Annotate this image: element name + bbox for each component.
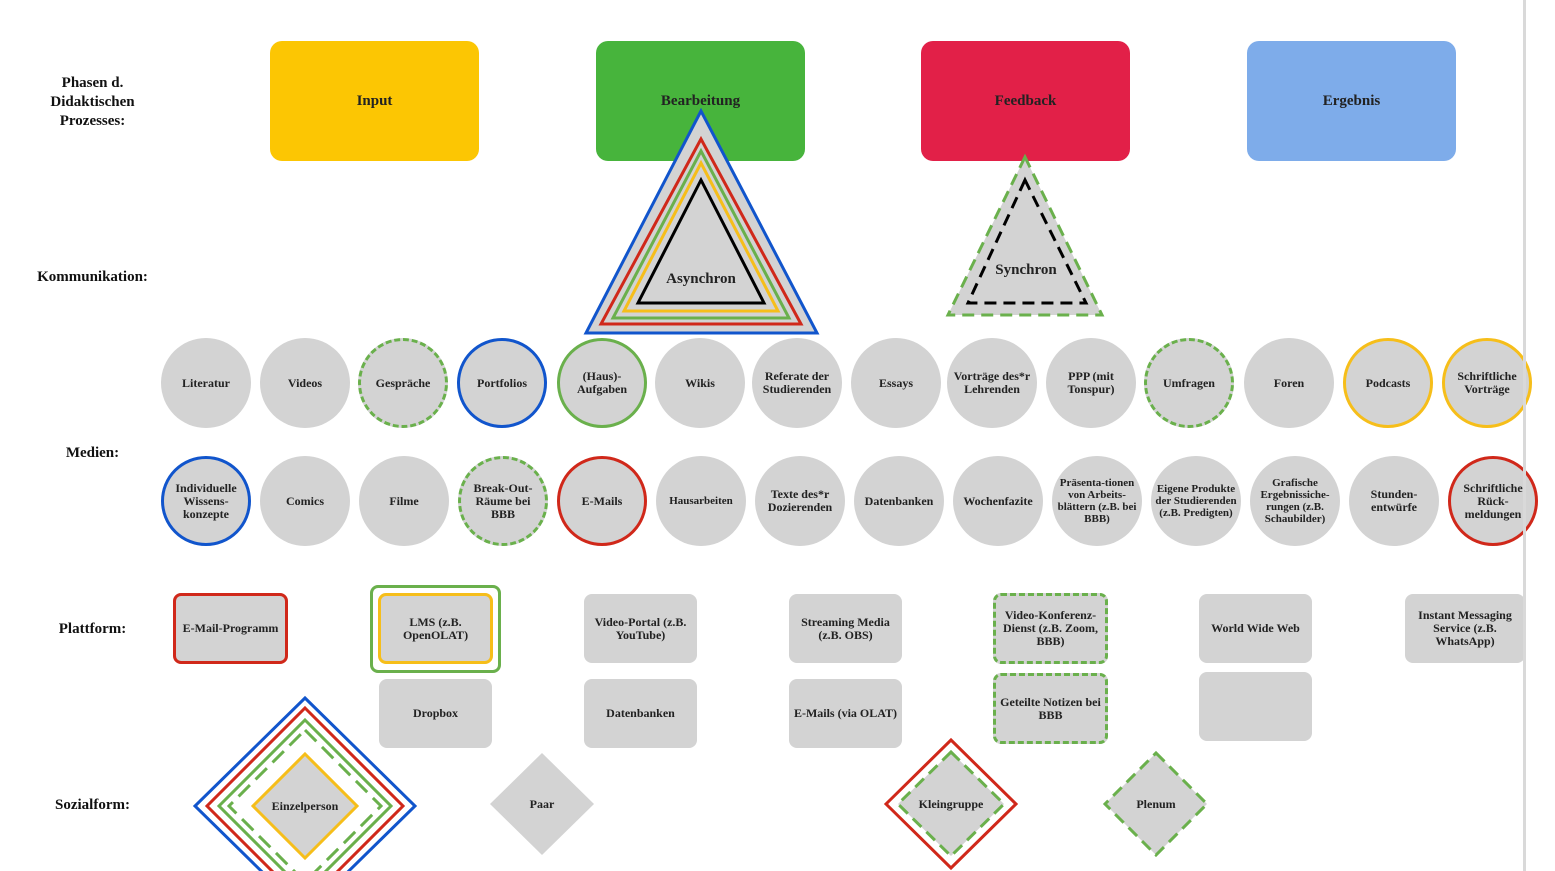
- synchron-triangle: Synchron: [945, 153, 1105, 317]
- label-phasen: Phasen d. Didaktischen Prozesses:: [50, 75, 135, 129]
- label-sozialform: Sozialform:: [55, 797, 130, 813]
- medium-ppp: PPP (mit Tonspur): [1046, 338, 1136, 428]
- medium-foren: Foren: [1244, 338, 1334, 428]
- plattform-geteilte-notizen: Geteilte Notizen bei BBB: [993, 673, 1108, 744]
- label-medien: Medien:: [65, 445, 120, 461]
- medium-referate: Referate der Studierenden: [752, 338, 842, 428]
- plenum-label: Plenum: [1136, 797, 1175, 811]
- sozialform-kleingruppe: Kleingruppe: [883, 737, 1019, 871]
- medium-texte-dozierende: Texte des*r Dozierenden: [755, 456, 845, 546]
- medium-wochenfazite: Wochenfazite: [953, 456, 1043, 546]
- medium-datenbanken: Datenbanken: [854, 456, 944, 546]
- medium-praesentationen: Präsenta-tionen von Arbeits-blättern (z.…: [1052, 456, 1142, 546]
- medium-literatur: Literatur: [161, 338, 251, 428]
- plattform-messaging: Instant Messaging Service (z.B. WhatsApp…: [1405, 594, 1525, 663]
- einzelperson-label: Einzelperson: [272, 799, 339, 813]
- kommunikation-shapes: Asynchron Synchron: [583, 107, 1105, 335]
- plattform-lms-frame: [370, 585, 501, 673]
- medium-portfolios: Portfolios: [457, 338, 547, 428]
- medium-wikis: Wikis: [655, 338, 745, 428]
- plattform-streaming: Streaming Media (z.B. OBS): [789, 594, 902, 663]
- phase-ergebnis: Ergebnis: [1247, 41, 1456, 161]
- synchron-label: Synchron: [995, 262, 1057, 278]
- medium-vortraege-lehrende: Vorträge des*r Lehrenden: [947, 338, 1037, 428]
- plattform-video-portal: Video-Portal (z.B. YouTube): [584, 594, 697, 663]
- plattform-empty: [1199, 672, 1312, 741]
- asynchron-label: Asynchron: [666, 271, 736, 287]
- plattform-www: World Wide Web: [1199, 594, 1312, 663]
- kleingruppe-label: Kleingruppe: [919, 797, 984, 811]
- medium-umfragen: Umfragen: [1144, 338, 1234, 428]
- medium-essays: Essays: [851, 338, 941, 428]
- paar-label: Paar: [530, 797, 555, 811]
- medium-breakout: Break-Out-Räume bei BBB: [458, 456, 548, 546]
- plattform-datenbanken: Datenbanken: [584, 679, 697, 748]
- page-edge: [1523, 0, 1526, 871]
- sozialform-paar: Paar: [490, 753, 594, 855]
- medium-schriftliche-vortraege: Schriftliche Vorträge: [1442, 338, 1532, 428]
- medium-hausarbeiten: Hausarbeiten: [656, 456, 746, 546]
- medium-stundenentwuerfe: Stunden-entwürfe: [1349, 456, 1439, 546]
- plattform-lms: LMS (z.B. OpenOLAT): [378, 593, 493, 664]
- sozialform-einzelperson: Einzelperson: [192, 695, 418, 871]
- sozialform-plenum: Plenum: [1102, 750, 1210, 858]
- asynchron-triangle: Asynchron: [583, 107, 820, 335]
- medium-emails: E-Mails: [557, 456, 647, 546]
- label-kommunikation: Kommunikation:: [37, 269, 148, 285]
- phase-feedback: Feedback: [921, 41, 1130, 161]
- plattform-emails-olat: E-Mails (via OLAT): [789, 679, 902, 748]
- medium-gespraeche: Gespräche: [358, 338, 448, 428]
- plattform-videokonferenz: Video-Konferenz-Dienst (z.B. Zoom, BBB): [993, 593, 1108, 664]
- label-plattform: Plattform:: [58, 621, 127, 637]
- medium-eigene-produkte: Eigene Produkte der Studierenden (z.B. P…: [1151, 456, 1241, 546]
- medium-podcasts: Podcasts: [1343, 338, 1433, 428]
- medium-videos: Videos: [260, 338, 350, 428]
- medium-wissenskonzepte: Individuelle Wissens-konzepte: [161, 456, 251, 546]
- medium-grafische-ergebnissicherungen: Grafische Ergebnissiche-rungen (z.B. Sch…: [1250, 456, 1340, 546]
- medium-filme: Filme: [359, 456, 449, 546]
- plattform-dropbox: Dropbox: [379, 679, 492, 748]
- medium-hausaufgaben: (Haus)-Aufgaben: [557, 338, 647, 428]
- medium-comics: Comics: [260, 456, 350, 546]
- phase-input: Input: [270, 41, 479, 161]
- plattform-email-programm: E-Mail-Programm: [173, 593, 288, 664]
